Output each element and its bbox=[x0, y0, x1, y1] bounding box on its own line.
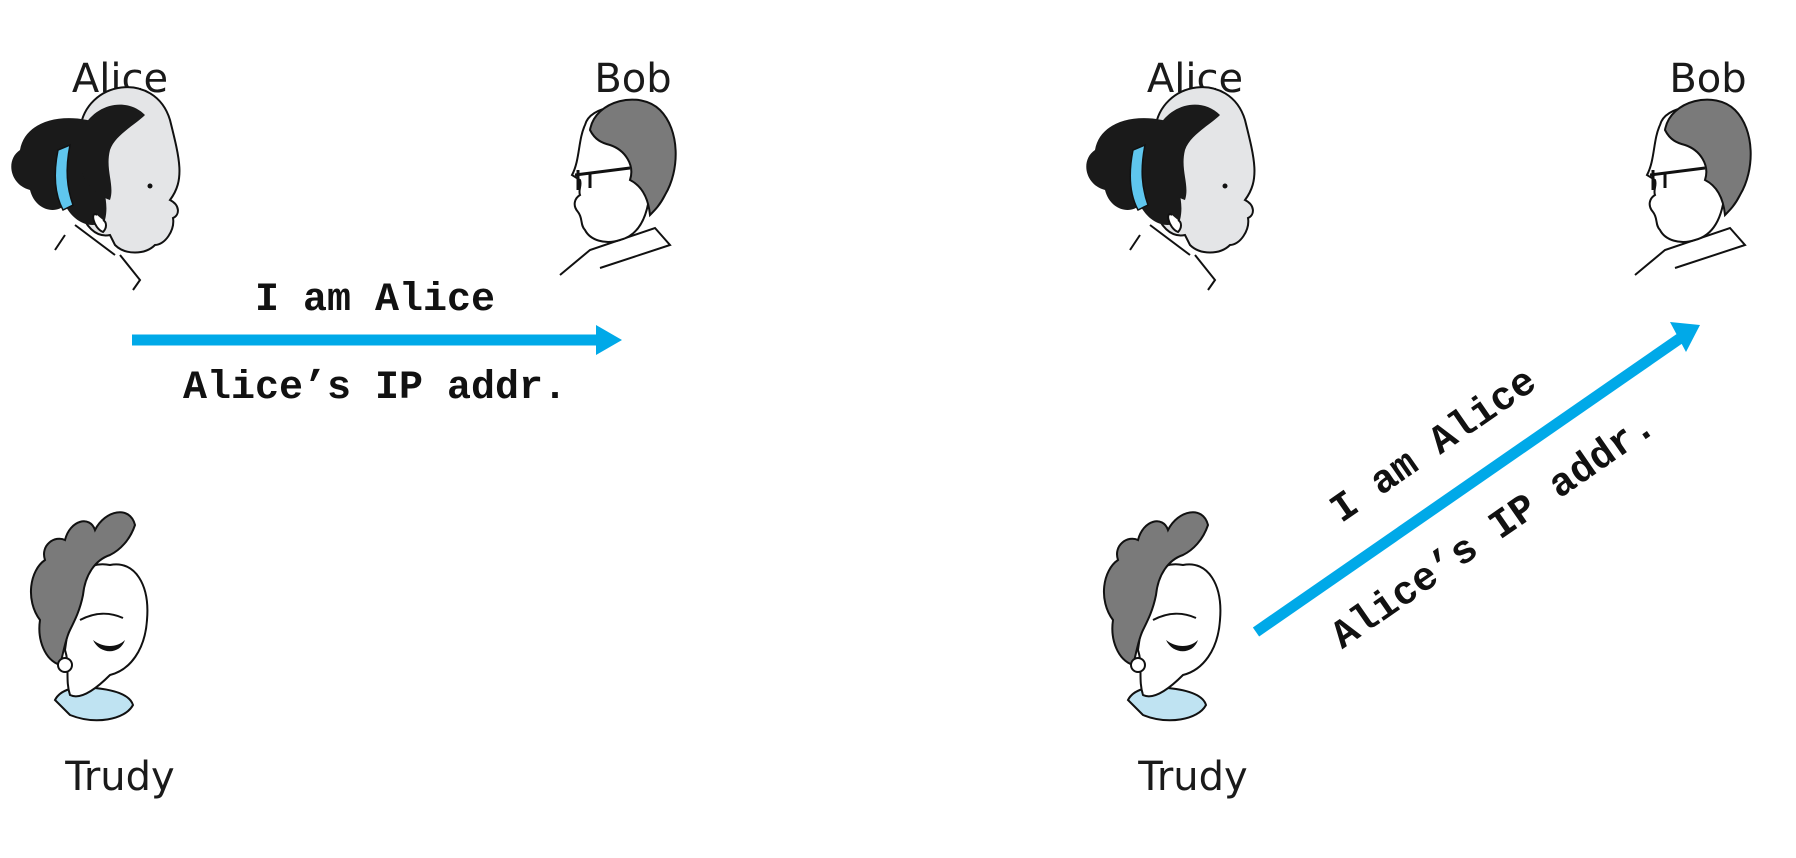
left-alice-icon bbox=[10, 86, 181, 291]
left-trudy-label: Trudy bbox=[64, 754, 174, 800]
left-message-arrow: I am Alice Alice’s IP addr. bbox=[132, 278, 622, 411]
right-message-line2: Alice’s IP addr. bbox=[1324, 404, 1665, 660]
right-alice-icon bbox=[1085, 86, 1256, 291]
left-scenario: Alice Bob I am Alice Alice’s IP addr. Tr… bbox=[10, 56, 678, 800]
left-alice: Alice bbox=[10, 56, 181, 291]
right-trudy-label: Trudy bbox=[1137, 754, 1247, 800]
left-trudy-icon bbox=[29, 511, 149, 722]
right-bob: Bob bbox=[1623, 56, 1753, 277]
right-arrow-head bbox=[1670, 322, 1700, 352]
right-alice: Alice bbox=[1085, 56, 1256, 291]
left-arrow-head bbox=[596, 325, 622, 355]
right-trudy: Trudy bbox=[1102, 511, 1248, 800]
right-trudy-icon bbox=[1102, 511, 1222, 722]
right-arrow-shaft bbox=[1252, 332, 1686, 637]
left-trudy: Trudy bbox=[29, 511, 175, 800]
left-bob: Bob bbox=[548, 56, 678, 277]
left-bob-label: Bob bbox=[594, 56, 671, 102]
left-message-line1: I am Alice bbox=[255, 278, 495, 323]
left-message-line2: Alice’s IP addr. bbox=[183, 366, 567, 411]
left-bob-icon bbox=[548, 98, 678, 277]
right-bob-icon bbox=[1623, 98, 1753, 277]
right-message-arrow: I am Alice Alice’s IP addr. bbox=[1252, 322, 1700, 660]
right-bob-label: Bob bbox=[1669, 56, 1746, 102]
right-scenario: Alice Bob I am Alice Alice’s IP addr. Tr… bbox=[1085, 56, 1753, 800]
